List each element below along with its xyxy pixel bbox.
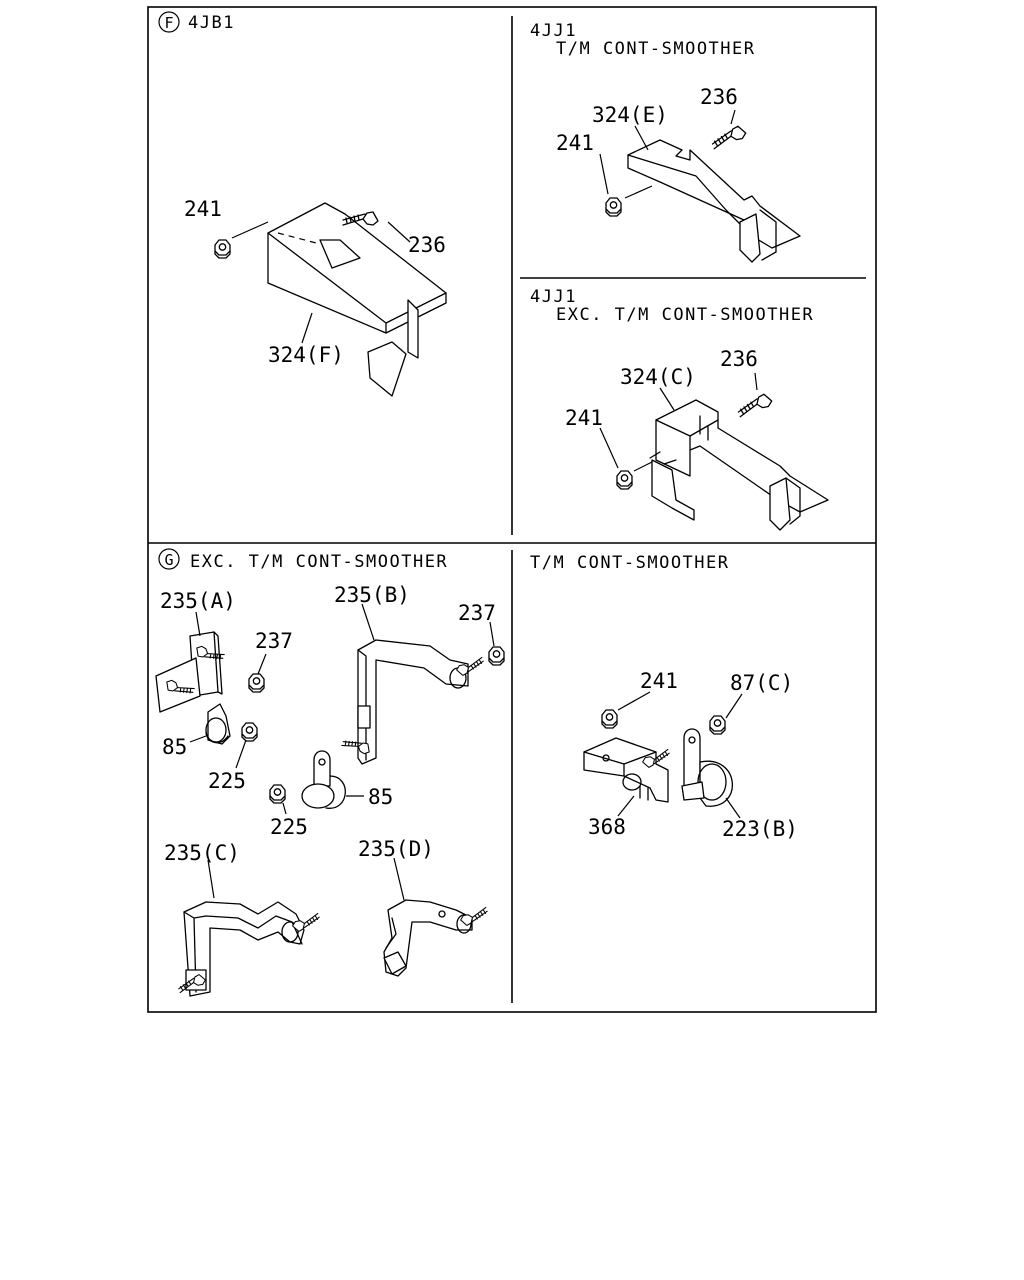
hose-clip-icon [205,703,231,745]
panel-f-title: 4JB1 [188,13,235,33]
label-g-clip-85a: 85 [162,735,187,759]
hex-nut-icon [269,784,286,804]
label-tm-clip-223b: 223(B) [722,817,798,841]
hex-nut-icon [241,722,258,742]
panel-jj1-cont-title-1: 4JJ1 [530,21,577,41]
panel-jj1-cont-title-2: T/M CONT-SMOOTHER [556,39,756,59]
label-g-nut-237a: 237 [255,629,293,653]
bolt-icon [735,391,774,418]
hex-nut-icon [214,239,231,259]
panel-jj1-exc-title-1: 4JJ1 [530,287,577,307]
label-jj1-cont-bracket-324e: 324(E) [592,103,668,127]
label-g-bracket-235d: 235(D) [358,837,434,861]
bolt-icon [342,211,379,226]
label-jj1-exc-bolt-236: 236 [720,347,758,371]
bracket-324f-icon [267,202,447,397]
bracket-324c-icon [649,399,829,531]
circle-g-marker: G [158,548,180,570]
hex-nut-icon [709,715,726,735]
hex-nut-icon [601,709,618,729]
hose-clip-icon [681,728,733,807]
hose-clip-icon [301,750,346,809]
label-tm-nut-241: 241 [640,669,678,693]
panel-tm-title: T/M CONT-SMOOTHER [530,553,730,573]
bracket-235b-icon [357,639,469,765]
label-f-bolt-236: 236 [408,233,446,257]
bolt-icon [709,123,748,150]
label-tm-bracket-368: 368 [588,815,626,839]
hex-nut-icon [248,673,265,693]
bracket-368-icon [583,737,669,803]
label-g-bracket-235b: 235(B) [334,583,410,607]
panel-g-marker-letter: G [164,551,173,569]
bracket-235d-icon [383,899,473,977]
panel-jj1-exc: 4JJ1 EXC. T/M CONT-SMOOTHER 324(C) 236 2… [530,287,829,531]
hex-nut-icon [488,646,505,666]
hex-nut-icon [605,197,622,217]
label-g-bracket-235a: 235(A) [160,589,236,613]
bracket-235a-icon [155,631,223,713]
label-jj1-exc-nut-241: 241 [565,406,603,430]
label-g-nut-225b: 225 [270,815,308,839]
label-f-nut-241: 241 [184,197,222,221]
label-jj1-exc-bracket-324c: 324(C) [620,365,696,389]
panel-f: F 4JB1 241 236 324(F) [158,11,447,397]
label-f-bracket-324f: 324(F) [268,343,344,367]
panel-f-marker-letter: F [164,14,173,32]
label-tm-washer-87c: 87(C) [730,671,793,695]
label-jj1-cont-nut-241: 241 [556,131,594,155]
panel-jj1-exc-title-2: EXC. T/M CONT-SMOOTHER [556,305,814,325]
label-g-clip-85b: 85 [368,785,393,809]
label-g-nut-237b: 237 [458,601,496,625]
panel-g: G EXC. T/M CONT-SMOOTHER 235(A) 237 85 2… [155,548,505,997]
label-g-bracket-235c: 235(C) [164,841,240,865]
panel-g-title: EXC. T/M CONT-SMOOTHER [190,552,448,572]
bracket-324e-icon [627,139,801,263]
hex-nut-icon [616,470,633,490]
circle-f-marker: F [158,11,180,33]
panel-jj1-cont: 4JJ1 T/M CONT-SMOOTHER 324(E) 236 241 [530,21,801,263]
label-g-nut-225a: 225 [208,769,246,793]
panel-tm: T/M CONT-SMOOTHER 241 87(C) 368 223(B) [530,553,798,841]
diagram-frame [147,6,877,1013]
label-jj1-cont-bolt-236: 236 [700,85,738,109]
